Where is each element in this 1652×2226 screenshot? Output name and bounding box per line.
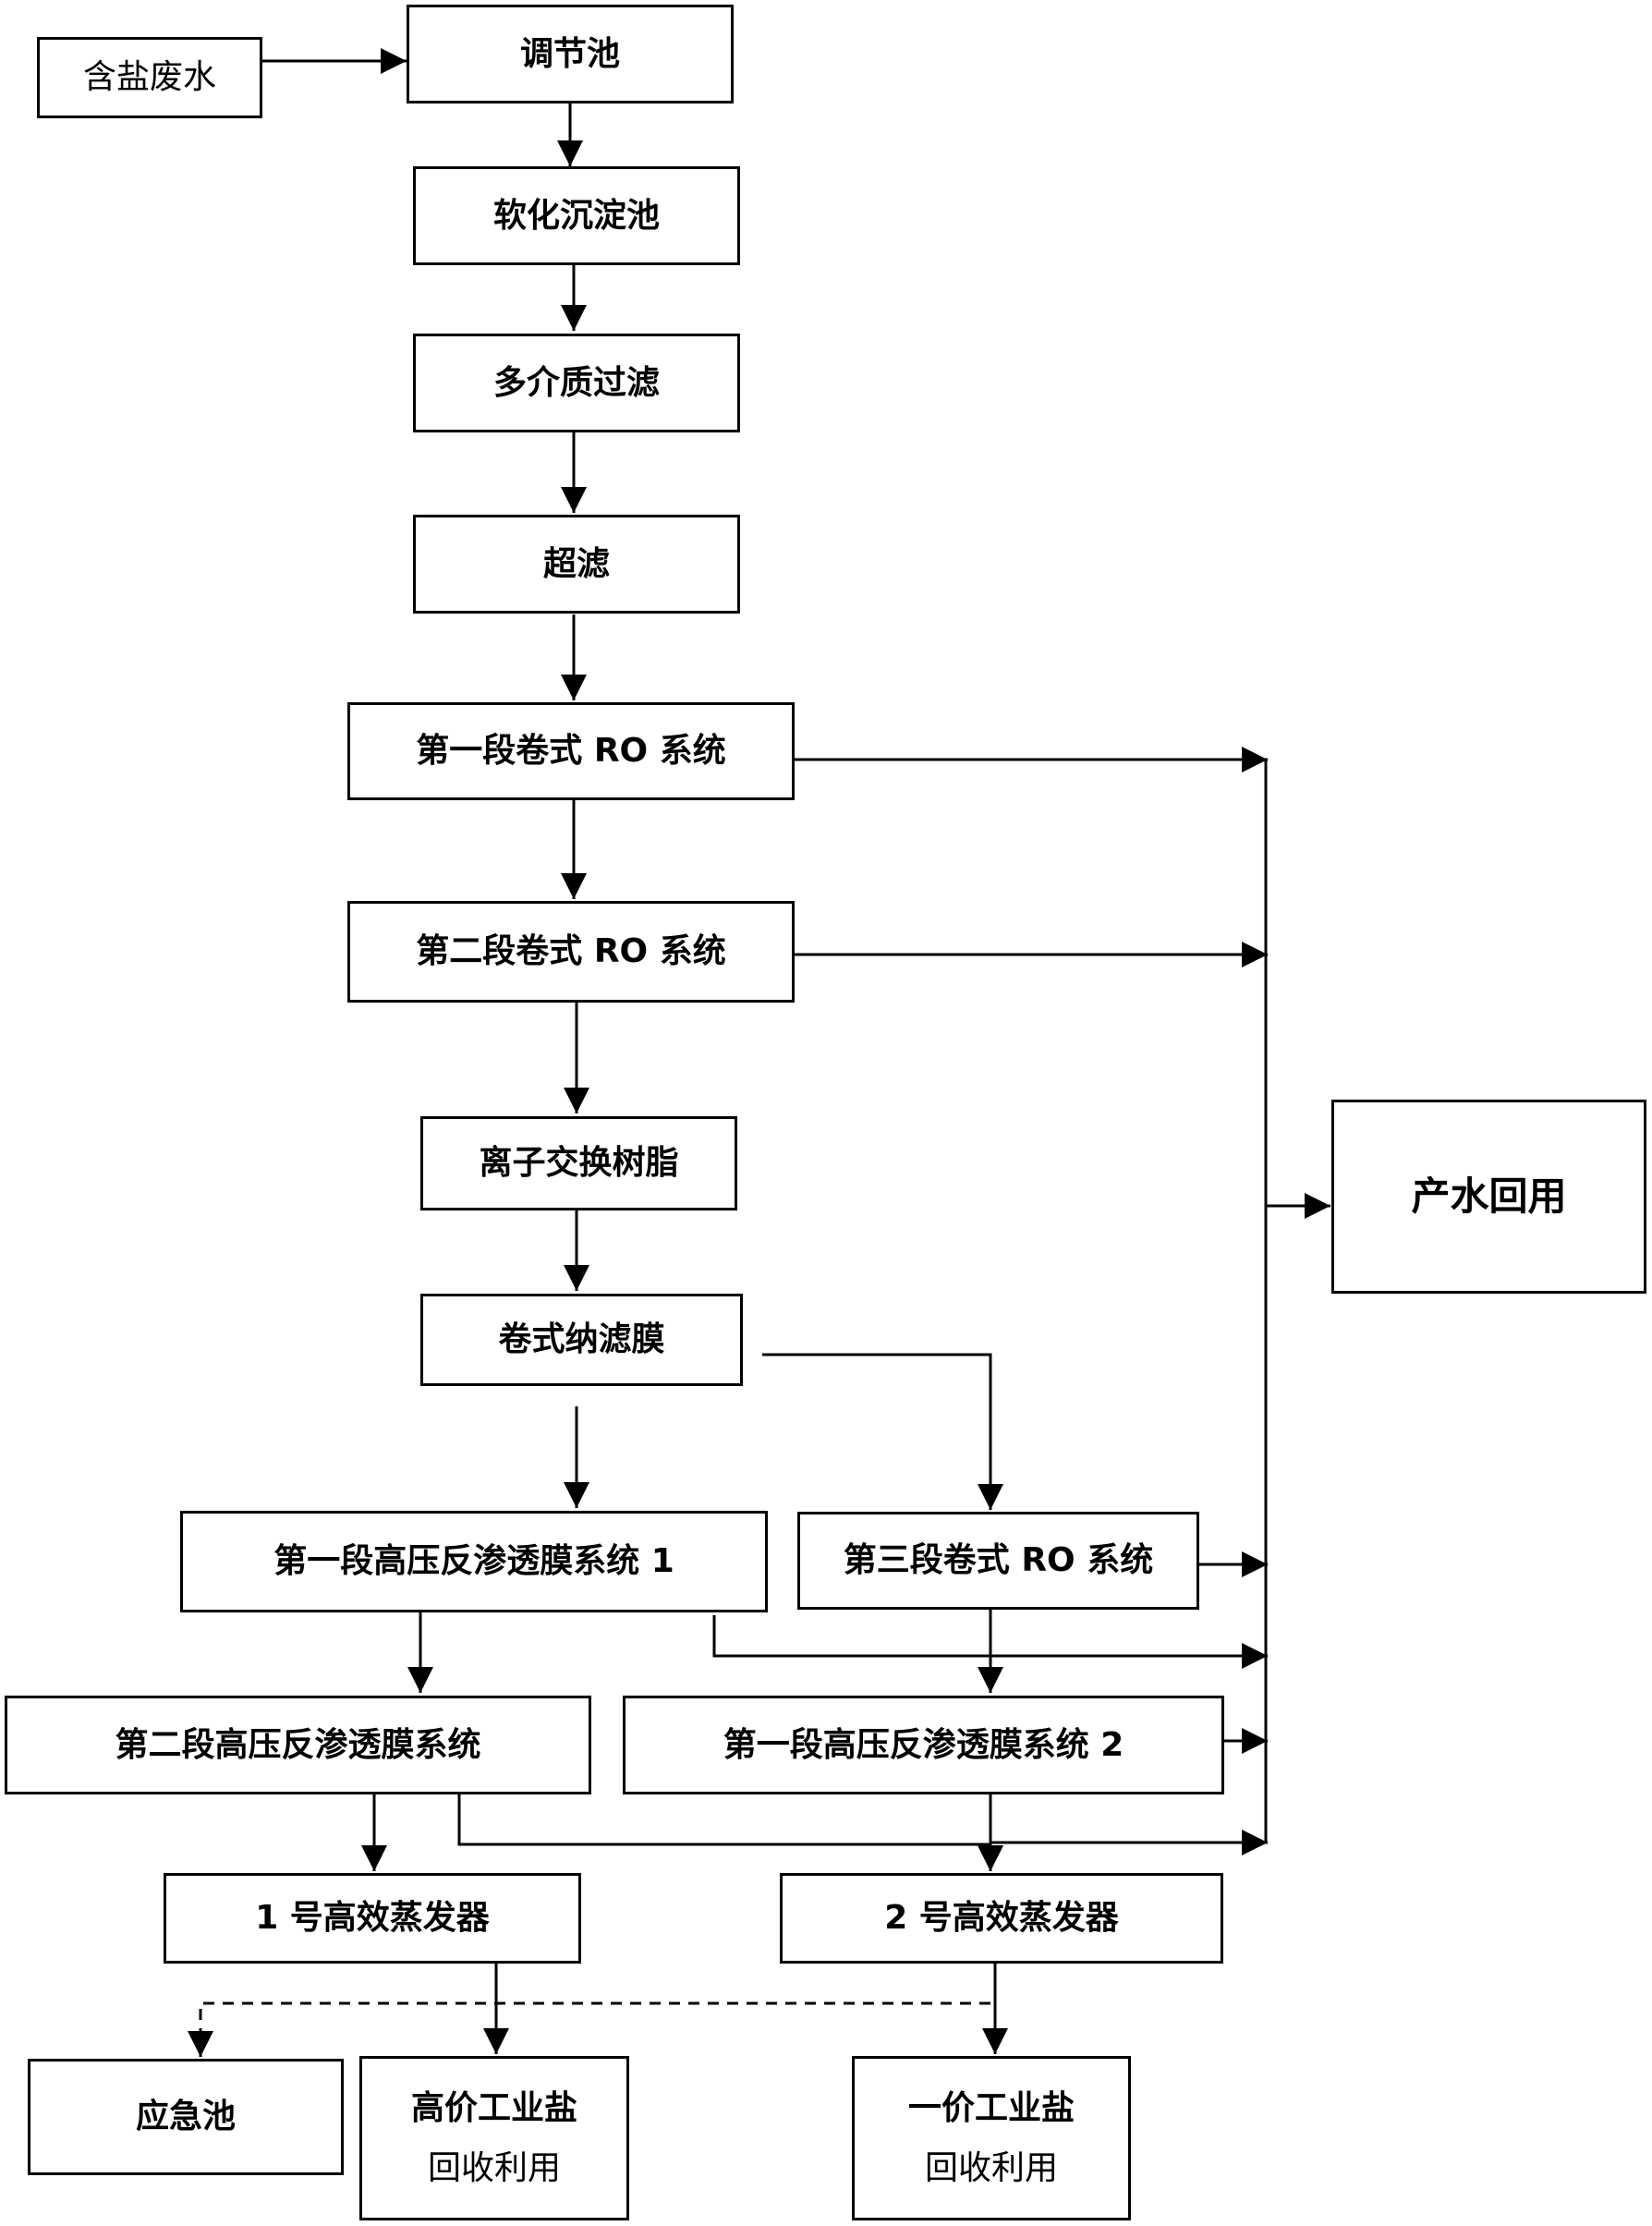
node-ro-stage2: 第二段卷式 RO 系统 bbox=[347, 901, 795, 1003]
node-ro-stage3: 第三段卷式 RO 系统 bbox=[797, 1512, 1199, 1610]
arrow-nf-to-ro3 bbox=[762, 1353, 1003, 1510]
node-monovalent-salt: 一价工业盐 回收利用 bbox=[852, 2056, 1131, 2220]
arrow-hpro1a-permeate bbox=[712, 1615, 1268, 1669]
node-evaporator2: 2 号高效蒸发器 bbox=[780, 1873, 1223, 1964]
node-ro-stage1: 第一段卷式 RO 系统 bbox=[347, 702, 795, 800]
monovalent-salt-title: 一价工业盐 bbox=[907, 2088, 1075, 2127]
node-ion-exchange: 离子交换树脂 bbox=[420, 1116, 737, 1210]
node-emergency-tank: 应急池 bbox=[28, 2059, 344, 2175]
polyvalent-salt-title: 高价工业盐 bbox=[410, 2088, 577, 2127]
node-saline-wastewater: 含盐废水 bbox=[37, 37, 262, 118]
polyvalent-salt-subtitle: 回收利用 bbox=[427, 2149, 561, 2187]
node-ultrafiltration: 超滤 bbox=[413, 515, 740, 614]
node-nanofiltration: 卷式纳滤膜 bbox=[420, 1294, 743, 1386]
monovalent-salt-subtitle: 回收利用 bbox=[924, 2149, 1058, 2187]
node-hp-ro-stage1-b: 第一段高压反渗透膜系统 2 bbox=[623, 1696, 1224, 1794]
node-hp-ro-stage1-a: 第一段高压反渗透膜系统 1 bbox=[180, 1511, 768, 1612]
node-evaporator1: 1 号高效蒸发器 bbox=[164, 1873, 581, 1964]
node-polyvalent-salt: 高价工业盐 回收利用 bbox=[359, 2056, 629, 2220]
arrow-hpro2-to-evap2 bbox=[457, 1793, 1003, 1871]
node-regulating-tank: 调节池 bbox=[407, 5, 734, 103]
node-softening-sedimentation: 软化沉淀池 bbox=[413, 166, 740, 265]
arrow-emergency-dashed bbox=[188, 2001, 990, 2057]
node-hp-ro-stage2: 第二段高压反渗透膜系统 bbox=[5, 1696, 591, 1794]
node-multimedia-filter: 多介质过滤 bbox=[413, 334, 740, 432]
node-water-reuse: 产水回用 bbox=[1331, 1100, 1646, 1294]
